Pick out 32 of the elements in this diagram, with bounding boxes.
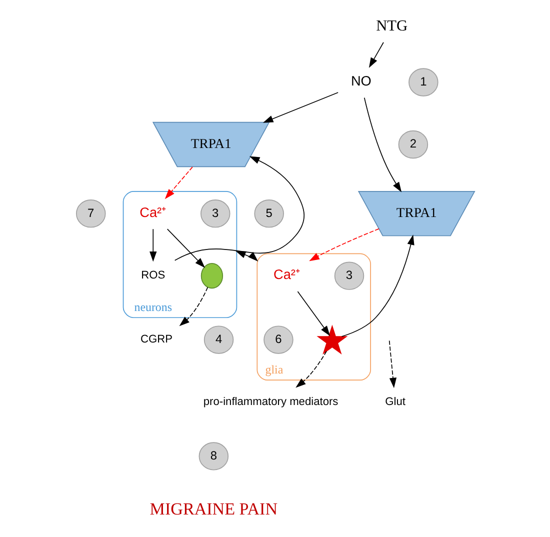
label: 3 <box>345 268 352 282</box>
node-text: CGRP <box>140 334 172 346</box>
arrow <box>149 228 156 262</box>
arrow <box>178 286 208 326</box>
label: 3 <box>212 206 218 220</box>
arrow <box>262 92 338 123</box>
arrow <box>296 291 330 336</box>
label: 7 <box>87 206 94 220</box>
arrow <box>295 350 326 388</box>
node-text: NTG <box>376 18 408 35</box>
node-text: ROS <box>140 270 165 282</box>
label: 4 <box>214 332 222 346</box>
node-text: pro-inflammatory mediators <box>202 396 338 408</box>
arrow <box>340 234 414 337</box>
arrow <box>174 156 304 261</box>
node-text: Ca²⁺ <box>273 267 300 282</box>
arrow <box>164 166 192 200</box>
label: 2 <box>409 136 416 151</box>
node-drop <box>200 263 223 289</box>
label: 1 <box>420 74 426 88</box>
arrow <box>388 340 396 388</box>
arrow <box>166 228 205 268</box>
node-text: Glut <box>384 396 405 408</box>
arrow <box>308 228 379 262</box>
arrow <box>363 97 402 192</box>
node-text: NO <box>350 74 371 89</box>
arrow <box>368 42 384 68</box>
node-text: Ca²⁺ <box>139 204 166 220</box>
label: MIGRAINE PAIN <box>149 499 278 518</box>
label: 5 <box>265 206 272 220</box>
label: 8 <box>210 448 216 462</box>
label: 6 <box>274 332 282 346</box>
